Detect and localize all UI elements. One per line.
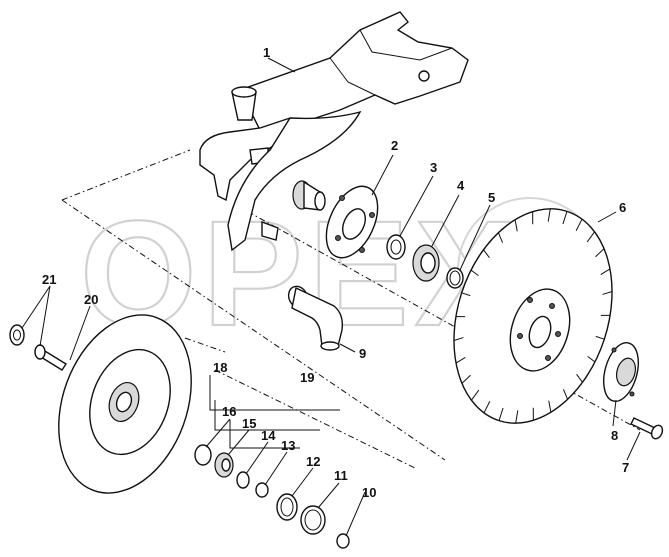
washer [336, 533, 350, 549]
callout-16: 16 [222, 404, 236, 419]
disc-notch [515, 410, 519, 424]
hub-cap [603, 342, 639, 402]
spindle [292, 180, 326, 211]
disc-notch [455, 357, 466, 364]
disc-notch [461, 374, 471, 384]
washer-bolt [9, 324, 67, 371]
callout-6: 6 [619, 200, 626, 215]
gauge-wheel [58, 314, 192, 494]
callout-12: 12 [306, 454, 320, 469]
callout-4: 4 [457, 178, 465, 193]
disc-notch [470, 269, 479, 277]
callout-13: 13 [281, 438, 295, 453]
disc-notch [483, 249, 490, 258]
disc-notch [587, 355, 596, 363]
callout-3: 3 [430, 160, 437, 175]
disc-notch [575, 218, 583, 232]
bearing-kit-parts [194, 444, 350, 549]
kit-brackets [209, 375, 340, 449]
callout-20: 20 [84, 292, 98, 307]
tube-elbow [287, 285, 344, 351]
disc-notch [600, 268, 611, 275]
disc-notch [586, 231, 595, 243]
disc-notch [576, 374, 583, 383]
disc-notch [483, 400, 491, 414]
callout-15: 15 [242, 416, 256, 431]
callout-14: 14 [261, 428, 276, 443]
callout-10: 10 [362, 485, 376, 500]
callout-19: 19 [300, 370, 314, 385]
disc-notch [562, 389, 569, 400]
callout-7: 7 [622, 460, 629, 475]
notched-disc [453, 208, 613, 424]
bolt [630, 417, 664, 440]
disc-notch [548, 400, 552, 413]
spacer-ring [386, 234, 406, 260]
disc-notch [498, 407, 504, 421]
seal-ring [276, 493, 298, 521]
disc-notch [453, 337, 464, 341]
hub-flange [325, 185, 379, 259]
callout-9: 9 [359, 346, 366, 361]
bushing [194, 444, 212, 466]
disc-notch [595, 248, 605, 258]
callout-11: 11 [334, 468, 348, 483]
callout-21: 21 [42, 272, 56, 287]
disc-notch [514, 219, 518, 232]
disc-notch [471, 389, 480, 401]
assembly-guide-lines [61, 149, 641, 469]
disc-notch [547, 208, 551, 222]
snap-ring [446, 267, 464, 289]
callout-8: 8 [611, 428, 618, 443]
small-washer [236, 471, 250, 489]
frame-arm [199, 11, 469, 252]
callout-18: 18 [213, 360, 227, 375]
disc-notch [497, 232, 504, 243]
callout-1: 1 [263, 45, 270, 60]
small-ring [255, 482, 269, 498]
disc-notch [461, 292, 471, 297]
callout-2: 2 [391, 138, 398, 153]
leader-lines [21, 57, 641, 537]
disc-notch [562, 211, 568, 225]
disc-notch [595, 335, 605, 340]
disc-notch [602, 291, 613, 295]
bearing [412, 244, 440, 282]
callout-5: 5 [488, 190, 495, 205]
